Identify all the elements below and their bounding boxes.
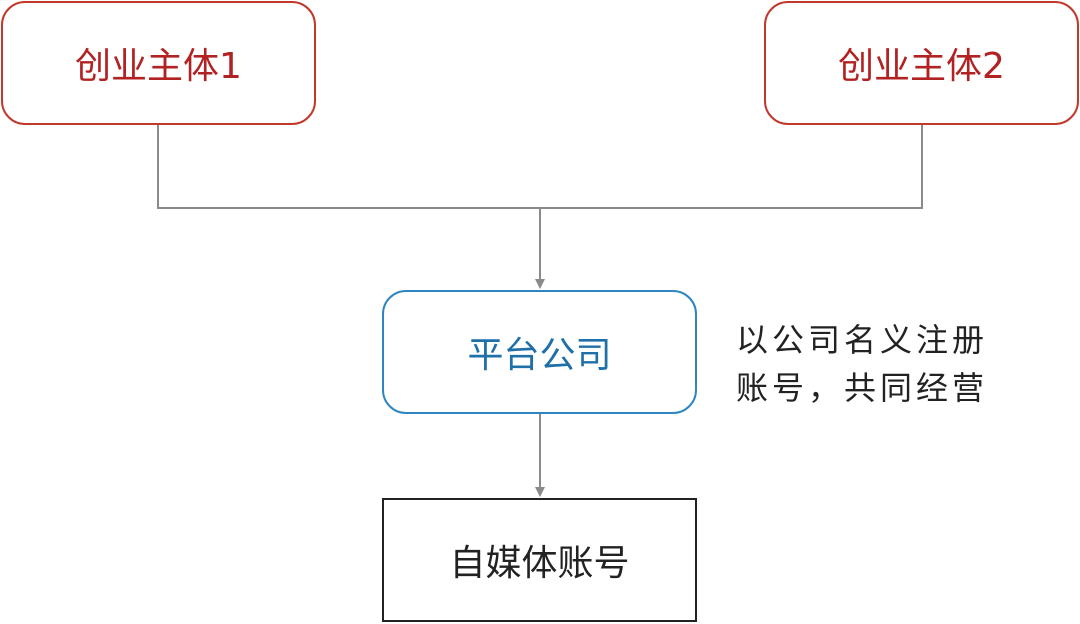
media-account-label: 自媒体账号: [449, 543, 630, 584]
annotation-note: 以公司名义注册 账号，共同经营: [736, 316, 1036, 412]
platform-company-box: 平台公司: [382, 290, 697, 414]
founder-2-label: 创业主体2: [838, 46, 1005, 87]
connector-founder-1: [157, 125, 540, 209]
founder-1-box: 创业主体1: [1, 1, 316, 125]
founder-2-box: 创业主体2: [764, 1, 1079, 125]
founder-1-label: 创业主体1: [75, 46, 242, 87]
platform-company-label: 平台公司: [467, 335, 612, 376]
connector-founder-2: [540, 125, 923, 209]
annotation-line-1: 以公司名义注册: [736, 321, 989, 359]
media-account-box: 自媒体账号: [382, 498, 697, 622]
annotation-line-2: 账号，共同经营: [736, 369, 989, 407]
